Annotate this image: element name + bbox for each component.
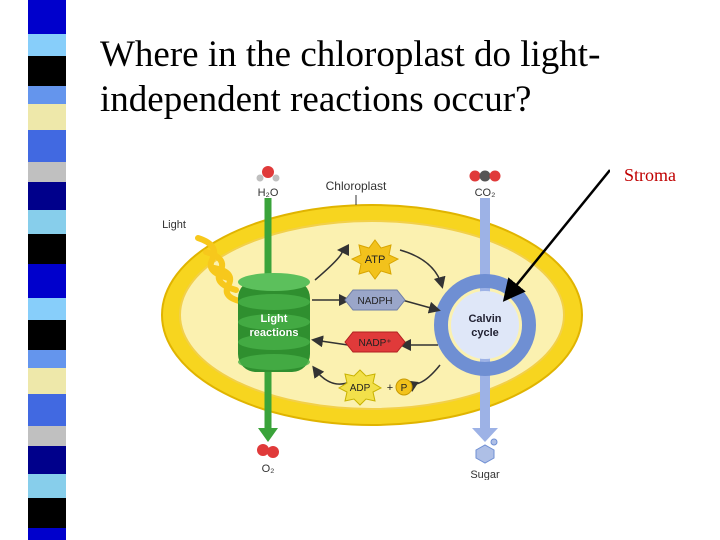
atp-label: ATP bbox=[365, 254, 386, 266]
stripe-block bbox=[28, 528, 66, 540]
phosphate-circle bbox=[395, 378, 413, 396]
light-rays bbox=[195, 235, 247, 305]
light-label: Light bbox=[162, 219, 186, 231]
stripe-block bbox=[28, 426, 66, 446]
sugar-label: Sugar bbox=[470, 469, 500, 480]
stripe-block bbox=[28, 130, 66, 162]
stripe-block bbox=[28, 498, 66, 528]
stripe-block bbox=[28, 264, 66, 298]
adp-burst bbox=[337, 369, 383, 406]
calvin-cycle bbox=[434, 274, 536, 376]
stripe-block bbox=[28, 86, 66, 104]
stripe-block bbox=[28, 320, 66, 350]
o2-label: O₂ bbox=[262, 463, 275, 475]
chloroplast-label: Chloroplast bbox=[326, 179, 387, 193]
stripe-block bbox=[28, 162, 66, 182]
slide-title: Where in the chloroplast do light- indep… bbox=[100, 32, 700, 122]
co2-molecule bbox=[469, 170, 501, 182]
atp-burst bbox=[350, 239, 400, 280]
o2-arrowhead bbox=[258, 428, 278, 442]
title-line-2: independent reactions occur? bbox=[100, 79, 532, 120]
h2o-label: H₂O bbox=[258, 187, 279, 199]
stripe-block bbox=[28, 104, 66, 130]
title-line-1: Where in the chloroplast do light- bbox=[100, 34, 601, 75]
light-reactions-label-2: reactions bbox=[250, 327, 299, 339]
stripe-block bbox=[28, 56, 66, 86]
stripe-block bbox=[28, 34, 66, 56]
stripe-block bbox=[28, 350, 66, 368]
stripe-block bbox=[28, 474, 66, 498]
h2o-molecule bbox=[256, 166, 280, 182]
nadp-label: NADP⁺ bbox=[358, 338, 391, 349]
o2-molecule bbox=[257, 444, 279, 458]
co2-label: CO₂ bbox=[475, 187, 496, 199]
stripe-block bbox=[28, 368, 66, 394]
p-label: P bbox=[401, 383, 408, 394]
stroma-callout-label: Stroma bbox=[624, 165, 676, 185]
chloroplast-diagram: Light reactions Calvin cycle ATP NADPH N… bbox=[161, 166, 610, 480]
stripe-block bbox=[28, 298, 66, 320]
sugar-arrowhead bbox=[472, 428, 498, 442]
light-reactions-label-1: Light bbox=[261, 313, 288, 325]
sugar-molecule bbox=[475, 438, 498, 464]
nadph-label: NADPH bbox=[357, 296, 392, 307]
stripe-block bbox=[28, 182, 66, 210]
decorative-stripe bbox=[28, 0, 66, 540]
stripe-block bbox=[28, 234, 66, 264]
stripe-block bbox=[28, 0, 66, 34]
nadp-shape bbox=[344, 331, 406, 353]
stripe-block bbox=[28, 446, 66, 474]
nadph-shape bbox=[344, 289, 406, 311]
adp-label: ADP bbox=[350, 383, 371, 394]
calvin-label-2: cycle bbox=[471, 327, 499, 339]
thylakoid-stack bbox=[238, 273, 310, 372]
stroma-pointer-arrow bbox=[502, 169, 610, 302]
plus-label: + bbox=[387, 382, 393, 394]
stripe-block bbox=[28, 394, 66, 426]
calvin-label-1: Calvin bbox=[468, 313, 501, 325]
stripe-block bbox=[28, 210, 66, 234]
